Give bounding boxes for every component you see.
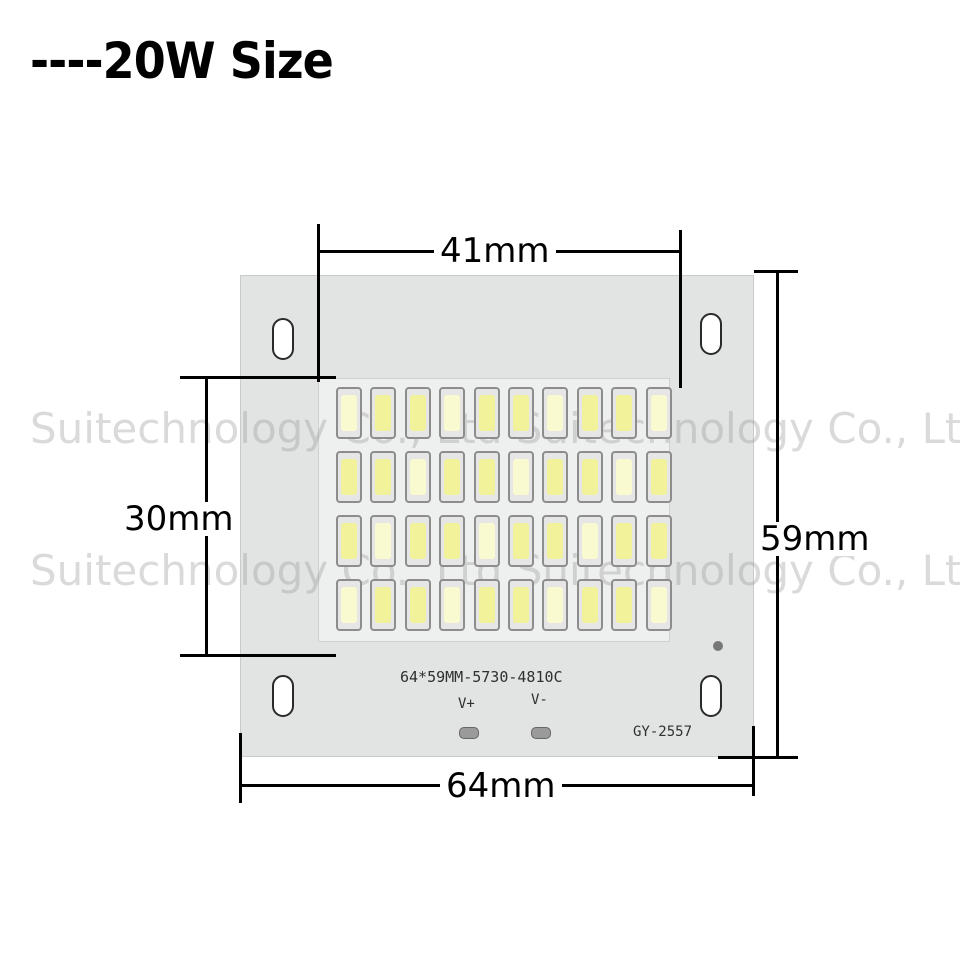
mounting-hole-bottom-left: [272, 675, 294, 717]
board-width-label: 64mm: [440, 769, 562, 803]
mounting-hole-top-right: [700, 313, 722, 355]
board-width-right-tick: [752, 726, 755, 796]
page-title: ----20W Size: [30, 32, 334, 90]
negative-pad: [531, 727, 551, 739]
led-chip: [473, 451, 500, 503]
positive-pad: [459, 727, 479, 739]
led-chip: [576, 387, 603, 439]
mounting-hole-top-left: [272, 318, 294, 360]
led-chip: [404, 451, 431, 503]
led-chip: [542, 515, 569, 567]
led-chip: [439, 451, 466, 503]
led-height-bottom-tick: [180, 654, 336, 657]
led-chip: [508, 451, 534, 503]
led-height-label: 30mm: [118, 502, 240, 536]
led-chip: [576, 515, 603, 567]
positive-terminal-label: V+: [458, 696, 475, 712]
negative-terminal-label: V-: [531, 692, 548, 708]
led-chip: [542, 387, 569, 439]
mounting-hole-bottom-right: [700, 675, 722, 717]
led-chip: [404, 515, 431, 567]
led-chip: [439, 579, 466, 631]
led-chip: [336, 451, 362, 503]
led-height-top-tick: [180, 376, 336, 379]
model-label: 64*59MM-5730-4810C: [400, 668, 563, 686]
led-chip: [370, 387, 397, 439]
led-chip: [370, 579, 397, 631]
led-chip: [611, 451, 638, 503]
led-chip: [542, 579, 569, 631]
led-width-right-tick: [679, 230, 682, 388]
led-chip: [473, 387, 500, 439]
led-chip: [611, 387, 638, 439]
led-chip: [473, 579, 500, 631]
led-chip: [645, 387, 672, 439]
led-chip: [576, 579, 603, 631]
led-chip: [611, 579, 638, 631]
led-chip: [542, 451, 569, 503]
led-chip: [645, 515, 672, 567]
led-chip: [370, 451, 397, 503]
led-chip: [439, 387, 466, 439]
led-chip: [336, 515, 362, 567]
board-height-line: [776, 270, 779, 758]
led-chip: [404, 579, 431, 631]
led-width-left-tick: [317, 224, 320, 382]
led-chip: [576, 451, 603, 503]
marker-dot: [713, 641, 723, 651]
part-code-label: GY-2557: [633, 724, 693, 740]
board-height-label: 59mm: [754, 522, 876, 556]
led-chip: [645, 579, 672, 631]
led-width-label: 41mm: [434, 234, 556, 268]
led-chip: [508, 387, 534, 439]
board-height-bottom-tick: [718, 756, 798, 759]
led-chip: [370, 515, 397, 567]
led-chip: [508, 515, 534, 567]
led-chip: [336, 579, 362, 631]
led-chip: [645, 451, 672, 503]
board-width-left-tick: [239, 733, 242, 803]
led-chip: [508, 579, 534, 631]
led-chip: [404, 387, 431, 439]
led-chip: [439, 515, 466, 567]
led-chip: [611, 515, 638, 567]
led-chip: [336, 387, 362, 439]
led-chip: [473, 515, 500, 567]
